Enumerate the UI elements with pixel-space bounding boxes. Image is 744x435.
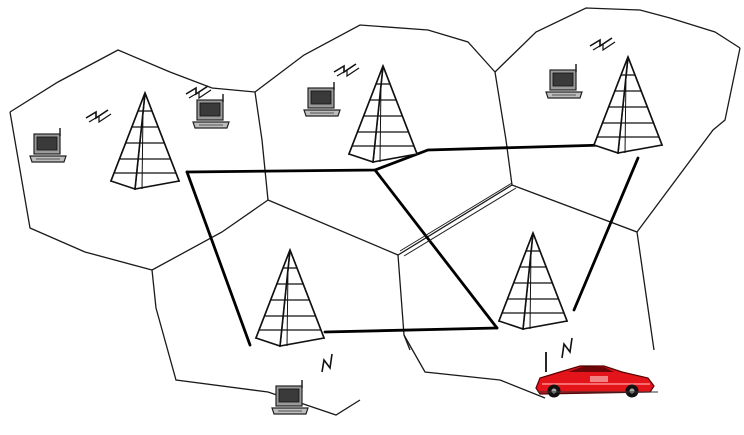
signal-icon xyxy=(322,354,332,372)
tower-icon xyxy=(499,233,567,329)
tower-icon xyxy=(256,250,324,346)
car-icon xyxy=(536,366,658,398)
laptop-icon xyxy=(304,82,340,116)
tower-icon xyxy=(111,93,179,189)
backbone-links xyxy=(187,145,638,345)
laptop-icon xyxy=(546,64,582,98)
laptop-icon xyxy=(30,128,66,162)
signal-icon xyxy=(86,110,111,122)
tower-icon xyxy=(349,66,417,162)
signal-icon xyxy=(562,338,572,358)
signal-icon xyxy=(186,86,211,98)
signal-icon xyxy=(334,64,359,76)
signal-icon xyxy=(590,38,615,50)
tower-icon xyxy=(594,57,662,153)
laptop-icon xyxy=(272,380,308,414)
laptop-icon xyxy=(193,94,229,128)
